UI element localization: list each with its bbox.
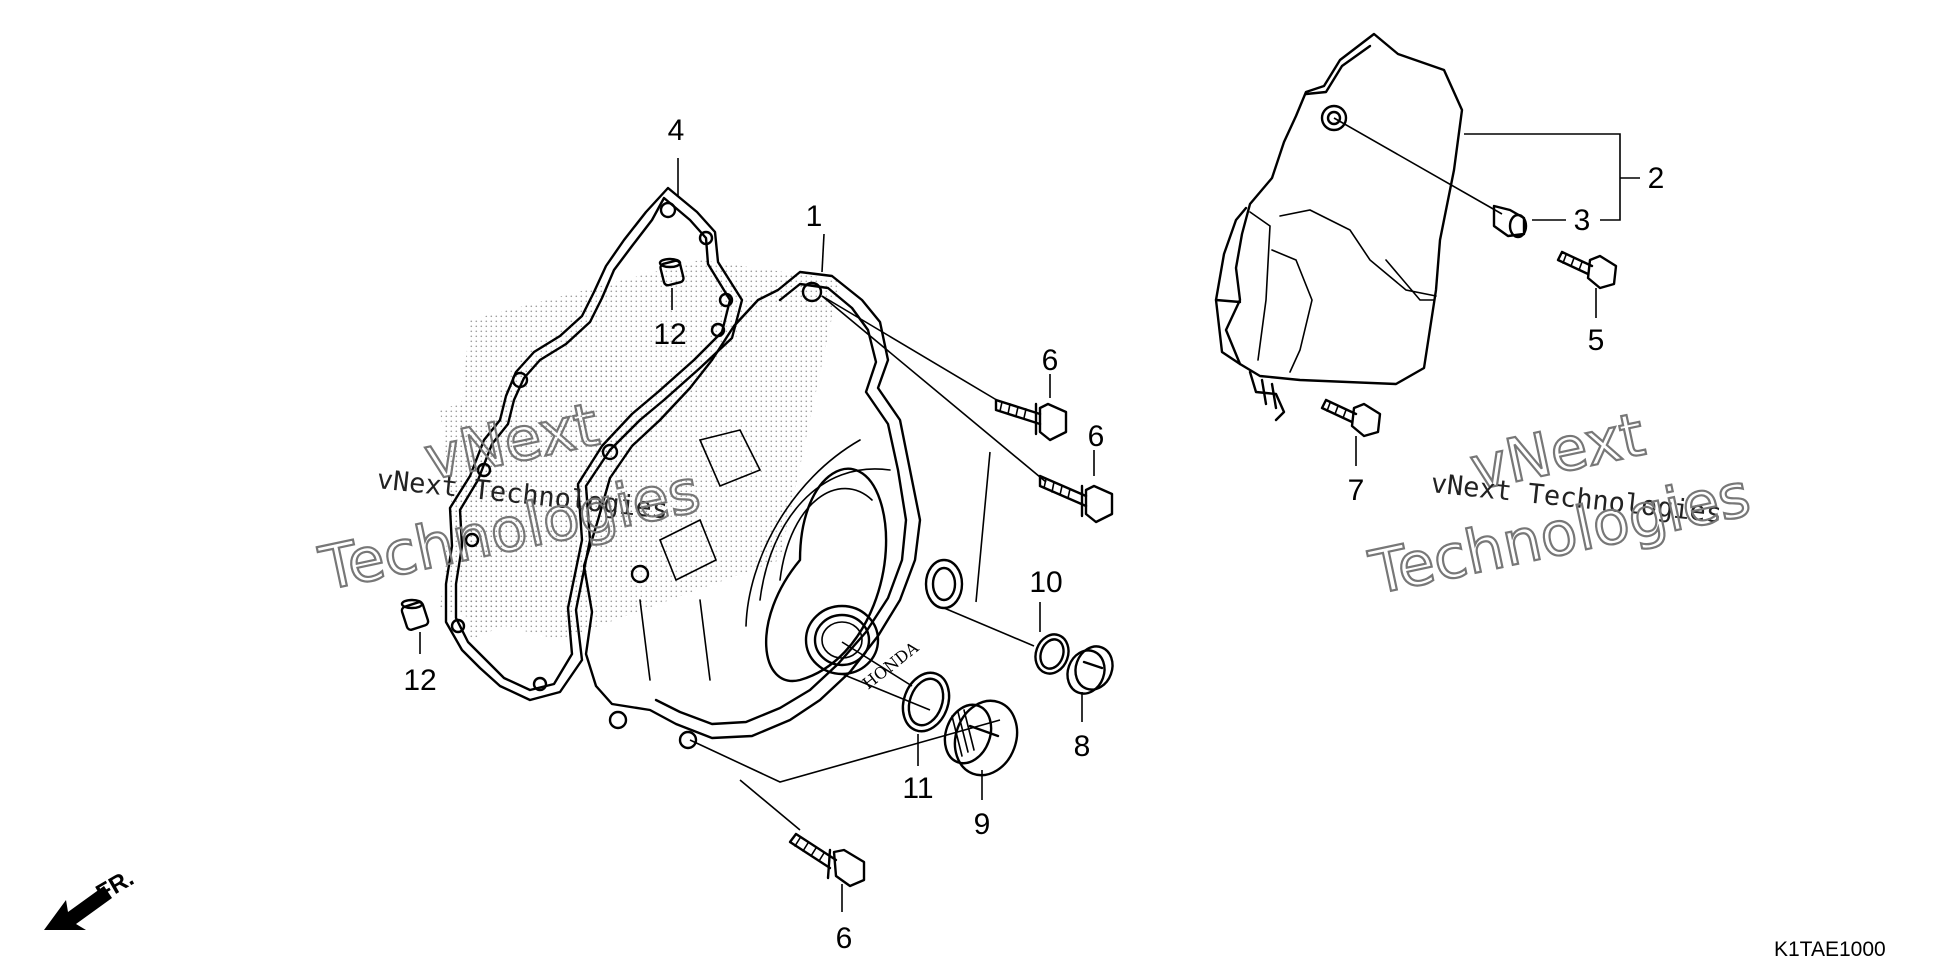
- dowel-pin: [400, 598, 430, 631]
- callout-3: 3: [1574, 204, 1591, 237]
- flange-bolt: [994, 398, 1068, 442]
- flange-bolt: [788, 832, 866, 888]
- watermark-right: vNext vNext Technologies Technologies: [1362, 399, 1757, 610]
- crank-cap: [943, 699, 1019, 777]
- callout-9: 9: [974, 808, 991, 841]
- callout-6-lower: 6: [836, 922, 853, 955]
- callout-5: 5: [1588, 324, 1605, 357]
- flange-bolt: [1556, 250, 1618, 290]
- o-ring: [1034, 633, 1070, 675]
- leader-lines: [419, 117, 1640, 912]
- collar: [1492, 204, 1528, 239]
- callout-12-lower: 12: [403, 664, 436, 697]
- callout-6-upper: 6: [1042, 344, 1059, 377]
- stipple-area: [440, 350, 660, 640]
- flange-bolt: [1320, 398, 1382, 438]
- callout-10: 10: [1029, 566, 1062, 599]
- callout-8: 8: [1074, 730, 1091, 763]
- gasket: [444, 186, 744, 702]
- timing-cap: [1066, 645, 1114, 695]
- callout-6-middle: 6: [1088, 420, 1105, 453]
- front-direction-arrow: FR.: [44, 864, 138, 930]
- arrow-icon: [44, 886, 112, 930]
- flange-bolt: [1038, 474, 1114, 524]
- o-ring-large: [901, 671, 951, 733]
- callout-12-upper: 12: [653, 318, 686, 351]
- callout-labels: 1 2 3 4 5 6 6 6 7 8 9 10 11 12 12: [403, 114, 1664, 955]
- diagram-code: K1TAE1000: [1774, 938, 1886, 961]
- callout-1: 1: [806, 200, 823, 233]
- callout-11: 11: [902, 772, 933, 805]
- callout-7: 7: [1348, 474, 1365, 507]
- sprocket-cover: [1214, 32, 1464, 422]
- dowel-pin: [658, 257, 685, 287]
- callout-4: 4: [668, 114, 685, 147]
- callout-2: 2: [1648, 162, 1665, 195]
